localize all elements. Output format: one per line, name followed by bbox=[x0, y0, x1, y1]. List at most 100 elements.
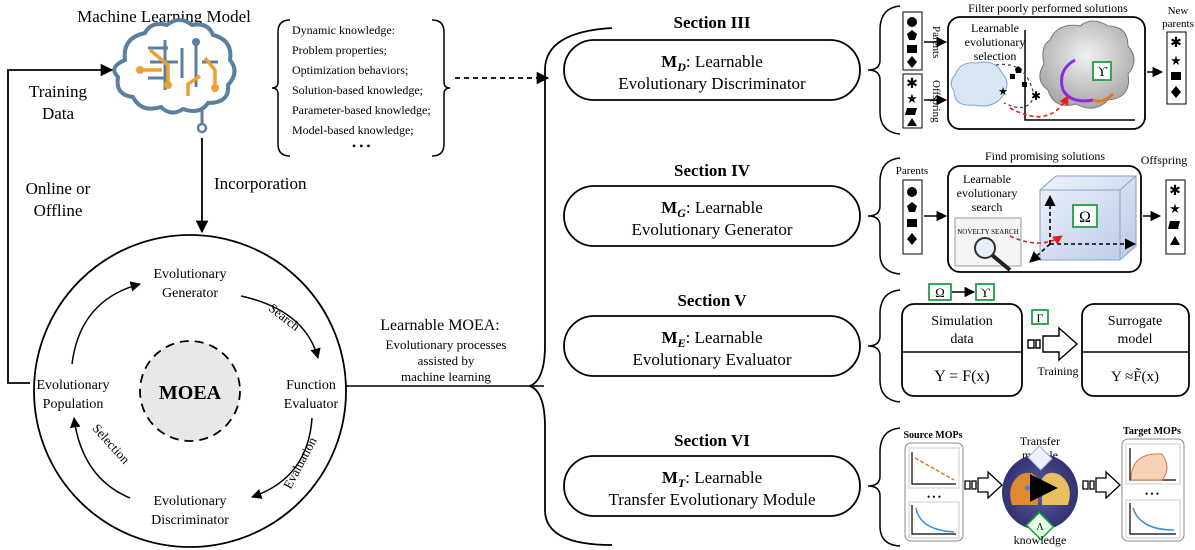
svg-text:Learnable: Learnable bbox=[971, 21, 1019, 35]
ml-model-title: Machine Learning Model bbox=[77, 7, 251, 26]
svg-text:Λ: Λ bbox=[1036, 522, 1044, 533]
knowledge-item: Optimization behaviors; bbox=[292, 63, 408, 77]
simulation-data-box bbox=[901, 303, 1023, 397]
section-heading: Section VI bbox=[674, 431, 750, 450]
sections-bracket bbox=[527, 27, 613, 546]
training-label: Data bbox=[42, 104, 75, 123]
selection-arrow bbox=[70, 416, 131, 499]
generator-panel: Parents Find promising solutions Learnab… bbox=[896, 149, 1187, 273]
svg-text:ϒ: ϒ bbox=[1097, 65, 1108, 80]
learnable-moea-desc: machine learning bbox=[401, 369, 491, 384]
svg-text:Ω: Ω bbox=[935, 285, 945, 300]
training-data-arrow bbox=[7, 63, 114, 384]
knowledge-bracket bbox=[271, 19, 291, 157]
brain-icon bbox=[112, 18, 237, 134]
cycle-evaluator: Function bbox=[286, 378, 336, 393]
new-parents-label: parents bbox=[1162, 18, 1194, 30]
svg-text:MD: Learnable: MD: Learnable bbox=[661, 52, 763, 74]
cycle-discriminator: Discriminator bbox=[151, 513, 229, 528]
section-box-transfer[interactable] bbox=[563, 455, 861, 517]
brain-sketch-icon bbox=[950, 61, 1008, 107]
new-parents-label: New bbox=[1168, 5, 1189, 17]
moea-label: MOEA bbox=[159, 382, 222, 404]
svg-text:✱: ✱ bbox=[1169, 184, 1181, 199]
svg-text:★: ★ bbox=[1170, 53, 1182, 68]
svg-text:★: ★ bbox=[906, 91, 918, 106]
generator-panel-title: Find promising solutions bbox=[985, 149, 1105, 163]
svg-text:selection: selection bbox=[974, 49, 1017, 63]
knowledge-item: Solution-based knowledge; bbox=[292, 83, 423, 97]
discriminator-panel-title: Filter poorly performed solutions bbox=[968, 1, 1128, 15]
search-arrow bbox=[240, 295, 321, 360]
evaluation-arrow bbox=[251, 417, 313, 499]
svg-text:ME: Learnable: ME: Learnable bbox=[662, 328, 763, 350]
knowledge-label: knowledge bbox=[1014, 533, 1067, 547]
section-title: Evolutionary Discriminator bbox=[618, 74, 806, 93]
online-offline-label: Offline bbox=[34, 201, 83, 220]
svg-text:ϒ: ϒ bbox=[980, 285, 990, 300]
section-box-generator[interactable] bbox=[563, 185, 861, 247]
incorporation-label: Incorporation bbox=[214, 174, 307, 193]
svg-text:★: ★ bbox=[998, 86, 1008, 98]
svg-text:Learnable: Learnable bbox=[963, 172, 1011, 186]
svg-text:MT: Learnable: MT: Learnable bbox=[662, 468, 762, 490]
target-mops-label: Target MOPs bbox=[1123, 426, 1181, 437]
discriminator-panel: ✱ ★ Parents Offspring Filter poorly perf… bbox=[902, 1, 1194, 130]
section-heading: Section IV bbox=[674, 161, 751, 180]
svg-text:model: model bbox=[1118, 332, 1153, 347]
transfer-panel: Source MOPs • • • Transfer module Λ know… bbox=[904, 426, 1185, 547]
svg-text:evolutionary: evolutionary bbox=[957, 186, 1018, 200]
svg-text:Y = F(x): Y = F(x) bbox=[934, 368, 990, 385]
knowledge-item: Model-based knowledge; bbox=[292, 123, 414, 137]
magnifier-icon bbox=[974, 237, 996, 259]
section-title: Transfer Evolutionary Module bbox=[608, 490, 815, 509]
svg-text:Y ≈F̃(x): Y ≈F̃(x) bbox=[1111, 368, 1159, 385]
source-mops-label: Source MOPs bbox=[904, 430, 963, 441]
training-label: Training bbox=[29, 82, 87, 101]
cloud-shape bbox=[1039, 20, 1135, 109]
svg-text:Surrogate: Surrogate bbox=[1108, 314, 1162, 329]
svg-text:data: data bbox=[950, 332, 974, 347]
section-box-evaluator[interactable] bbox=[563, 315, 861, 377]
section-title: Evolutionary Evaluator bbox=[632, 350, 791, 369]
population-to-generator-arrow bbox=[71, 281, 142, 365]
omega-badge bbox=[1072, 204, 1098, 228]
transfer-module-label: Transfer bbox=[1020, 434, 1060, 448]
parents-label: Parents bbox=[896, 165, 928, 177]
cycle-population: Evolutionary bbox=[36, 378, 109, 393]
svg-text:• • •: • • • bbox=[927, 492, 941, 502]
svg-text:Γ: Γ bbox=[1037, 311, 1044, 325]
learnable-moea-desc: assisted by bbox=[418, 353, 475, 368]
knowledge-item: Dynamic knowledge: bbox=[292, 23, 395, 37]
offspring-symbols: ✱ ★ bbox=[905, 77, 918, 126]
cycle-population: Population bbox=[43, 397, 104, 412]
svg-text:search: search bbox=[972, 200, 1003, 214]
evaluator-panel: Ω ϒ Γ Simulation data Y = F(x) Training … bbox=[901, 283, 1190, 397]
svg-text:MG: Learnable: MG: Learnable bbox=[661, 198, 763, 220]
parent-symbols bbox=[907, 17, 917, 68]
offspring-label: Offspring bbox=[930, 80, 942, 123]
svg-text:Training: Training bbox=[1038, 364, 1079, 378]
svg-text:NOVELTY SEARCH: NOVELTY SEARCH bbox=[957, 228, 1019, 236]
knowledge-list: Dynamic knowledge: Problem properties; O… bbox=[292, 23, 431, 153]
section-heading: Section III bbox=[674, 13, 751, 32]
svg-text:✱: ✱ bbox=[1031, 89, 1041, 103]
svg-text:✱: ✱ bbox=[1170, 36, 1182, 51]
surrogate-model-box bbox=[1081, 303, 1190, 397]
section-title: Evolutionary Generator bbox=[632, 220, 793, 239]
section-box-discriminator[interactable] bbox=[563, 39, 861, 101]
section-heading: Section V bbox=[677, 291, 747, 310]
svg-text:✱: ✱ bbox=[906, 77, 918, 92]
offspring-label: Offspring bbox=[1141, 153, 1187, 167]
cycle-discriminator: Evolutionary bbox=[153, 494, 226, 509]
knowledge-item: Parameter-based knowledge; bbox=[292, 103, 431, 117]
training-arrow bbox=[1027, 326, 1079, 362]
panel-brackets bbox=[867, 5, 901, 547]
upsilon-badge bbox=[1092, 61, 1112, 81]
knowledge-item: Problem properties; bbox=[292, 43, 387, 57]
parents-column bbox=[902, 11, 923, 71]
moea-core bbox=[139, 340, 241, 442]
learnable-moea-desc: Evolutionary processes bbox=[386, 337, 507, 352]
learnable-moea-title: Learnable MOEA: bbox=[380, 317, 500, 334]
